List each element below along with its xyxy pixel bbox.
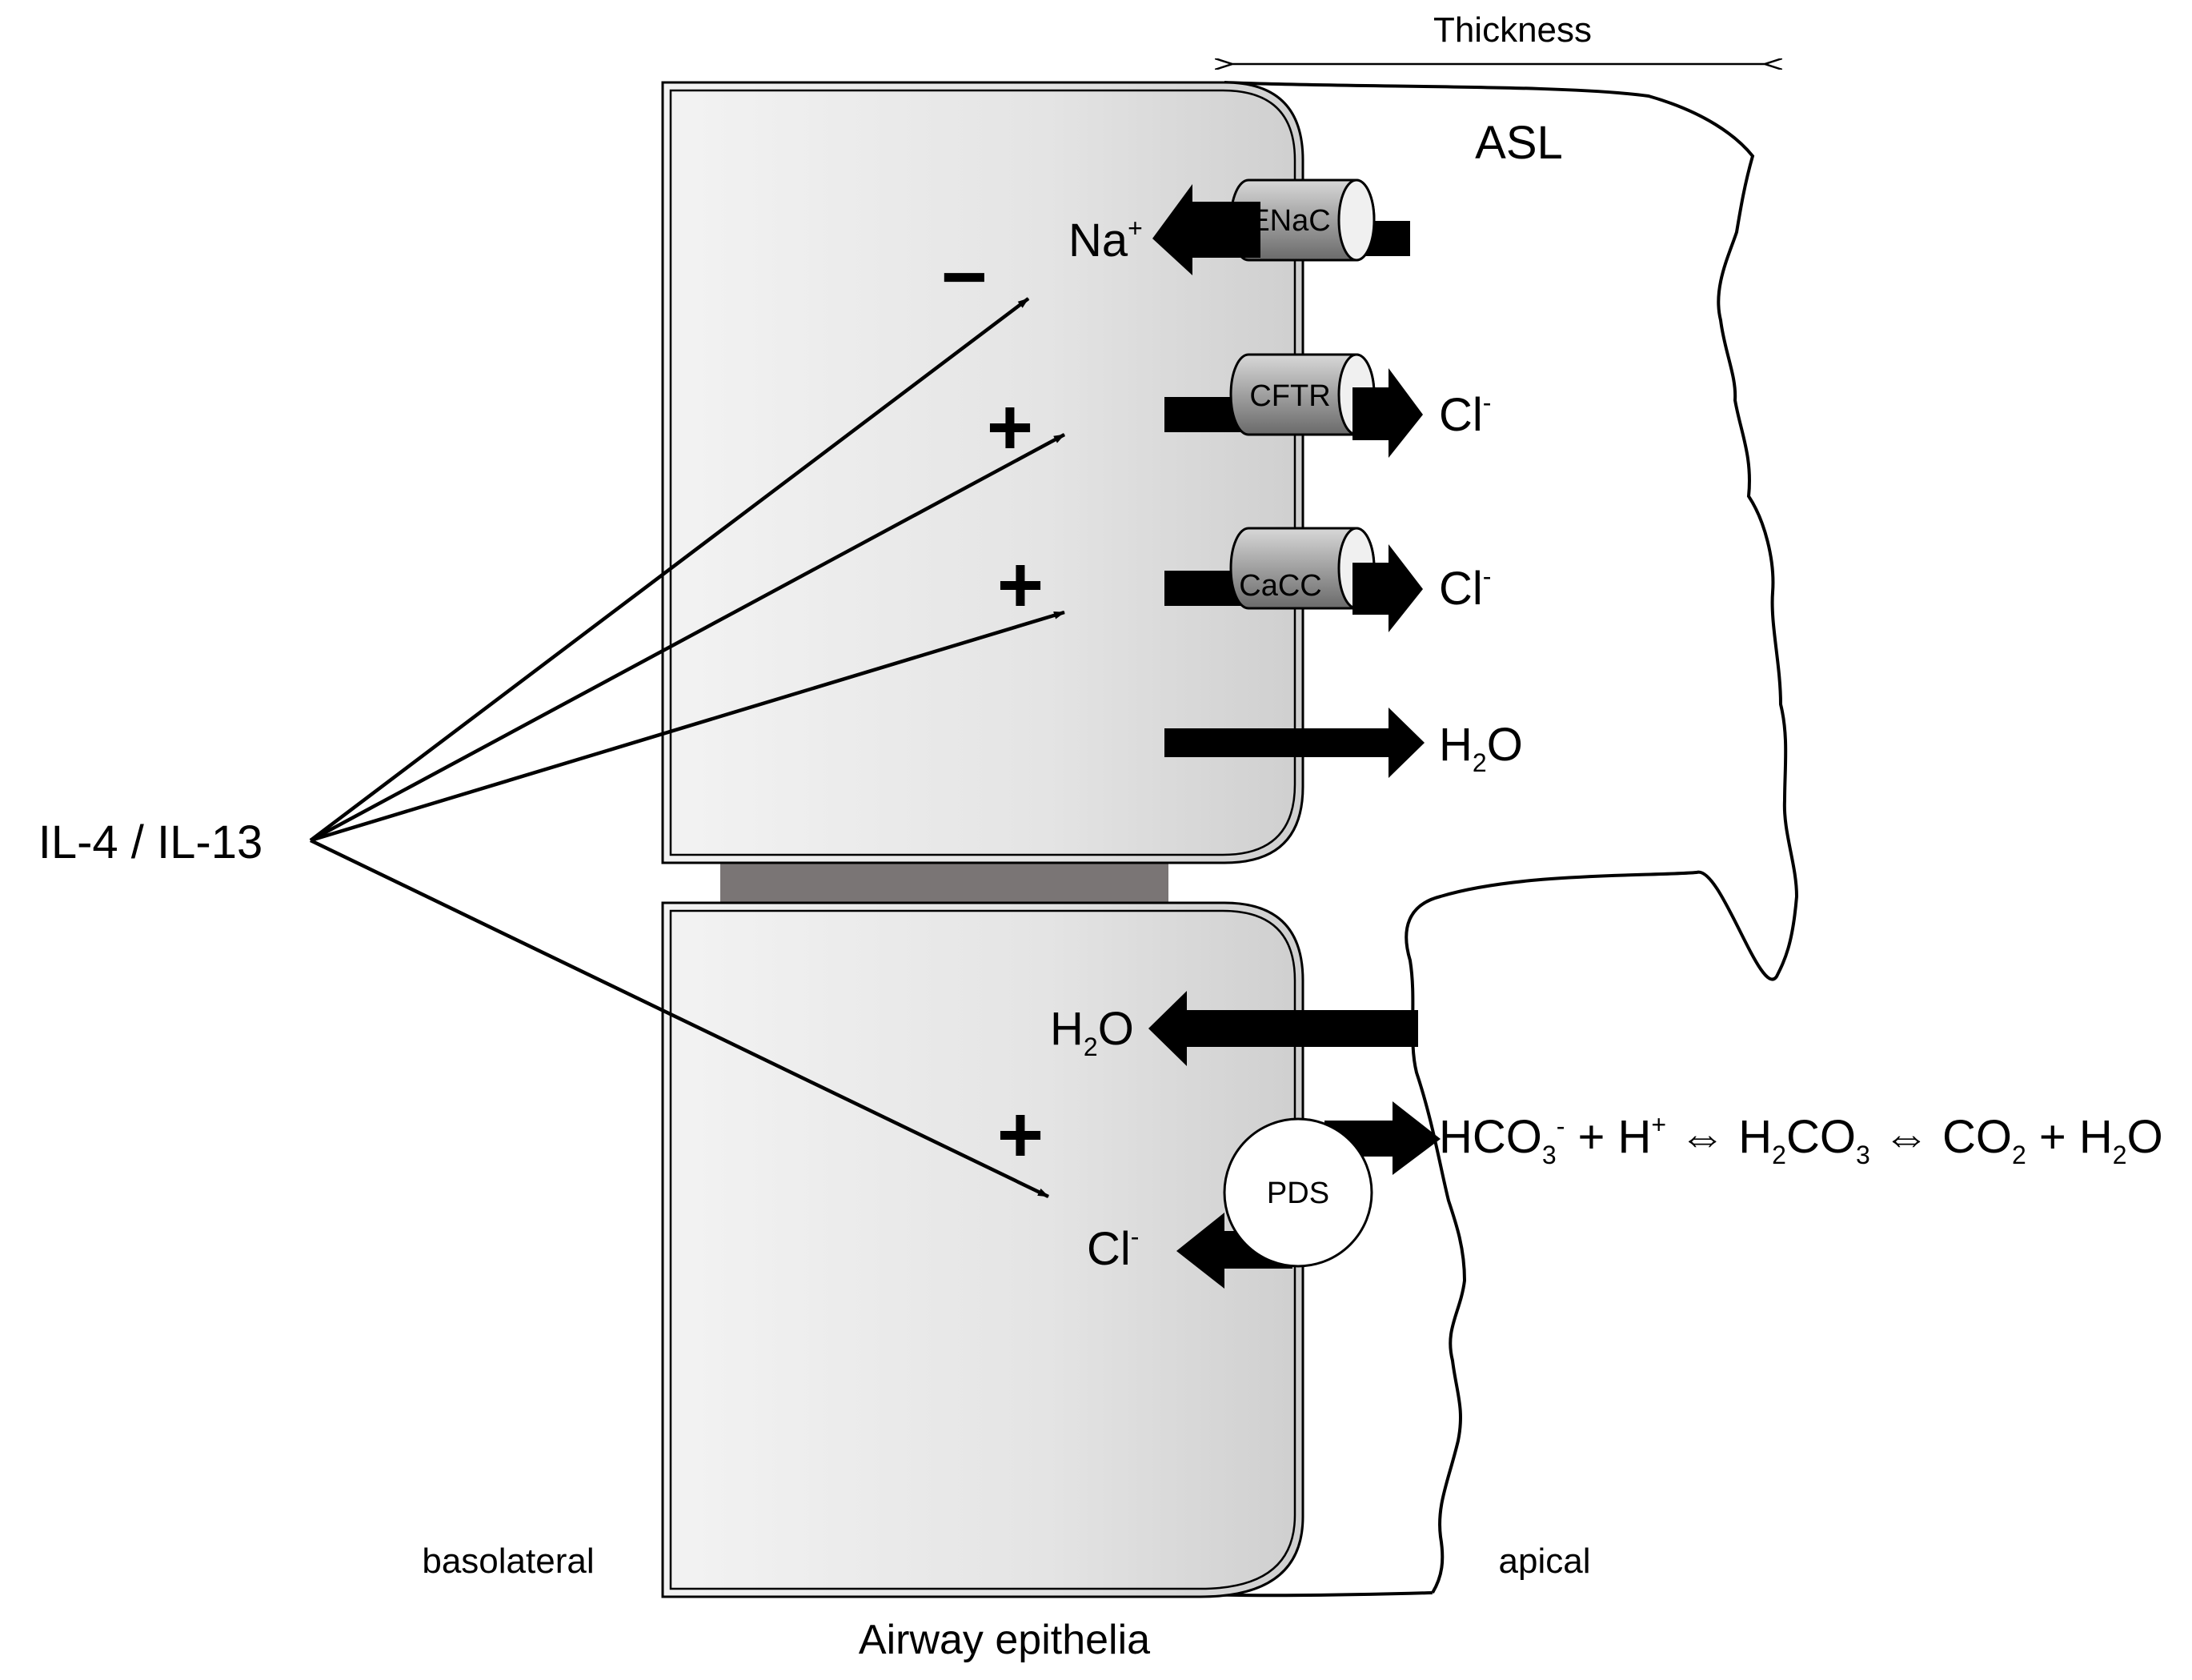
- cytokine-label: IL-4 / IL-13: [38, 816, 262, 868]
- pds-label: PDS: [1267, 1177, 1329, 1210]
- pds-activation-sign: +: [997, 1090, 1044, 1180]
- h2o-absorption-label: H2O: [1050, 1003, 1134, 1061]
- cftr-cl-label: Cl-: [1439, 388, 1491, 441]
- cacc-activation-sign: +: [997, 540, 1044, 630]
- enac-inhibition-sign: −: [941, 232, 988, 322]
- h2o-absorption-arrow: [1148, 991, 1418, 1066]
- enac-channel: [1229, 178, 1376, 262]
- na-label: Na+: [1068, 214, 1143, 267]
- thickness-label: Thickness: [1433, 10, 1592, 50]
- pds-cl-label: Cl-: [1087, 1222, 1139, 1275]
- basolateral-label: basolateral: [422, 1542, 594, 1581]
- cacc-cl-arrow: [1352, 544, 1423, 632]
- apical-label: apical: [1499, 1542, 1591, 1581]
- regulation-arrows: [309, 297, 1066, 1199]
- cftr-label: CFTR: [1249, 379, 1330, 413]
- na-arrow: [1152, 184, 1260, 275]
- upper-cell: [661, 81, 1304, 864]
- cacc-cl-label: Cl-: [1439, 562, 1491, 615]
- arrow-to-cacc: [310, 610, 1065, 843]
- enac-label: ENaC: [1249, 204, 1330, 238]
- arrow-to-enac: [309, 297, 1030, 842]
- asl-label: ASL: [1475, 117, 1563, 169]
- h2o-secretion-label: H2O: [1439, 719, 1523, 777]
- cftr-activation-sign: +: [987, 383, 1033, 472]
- bicarbonate-equation: HCO3- + H+ ⇔ H2CO3 ⇔ CO2 + H2O: [1439, 1110, 2163, 1169]
- h2o-secretion-arrow: [1164, 708, 1425, 778]
- lower-cell-inner-border: [669, 909, 1296, 1590]
- lower-cell: [661, 901, 1304, 1598]
- pds-transporter: [1223, 1117, 1373, 1268]
- tight-junction: [720, 862, 1168, 904]
- cftr-cl-arrow: [1352, 368, 1423, 458]
- cacc-label: CaCC: [1239, 569, 1321, 603]
- arrow-to-pds: [310, 838, 1049, 1199]
- upper-cell-inner-border: [669, 89, 1296, 856]
- arrow-to-cftr: [309, 433, 1066, 842]
- asl-fluid-outline: [1224, 81, 1799, 1594]
- airway-epithelia-label: Airway epithelia: [859, 1617, 1150, 1663]
